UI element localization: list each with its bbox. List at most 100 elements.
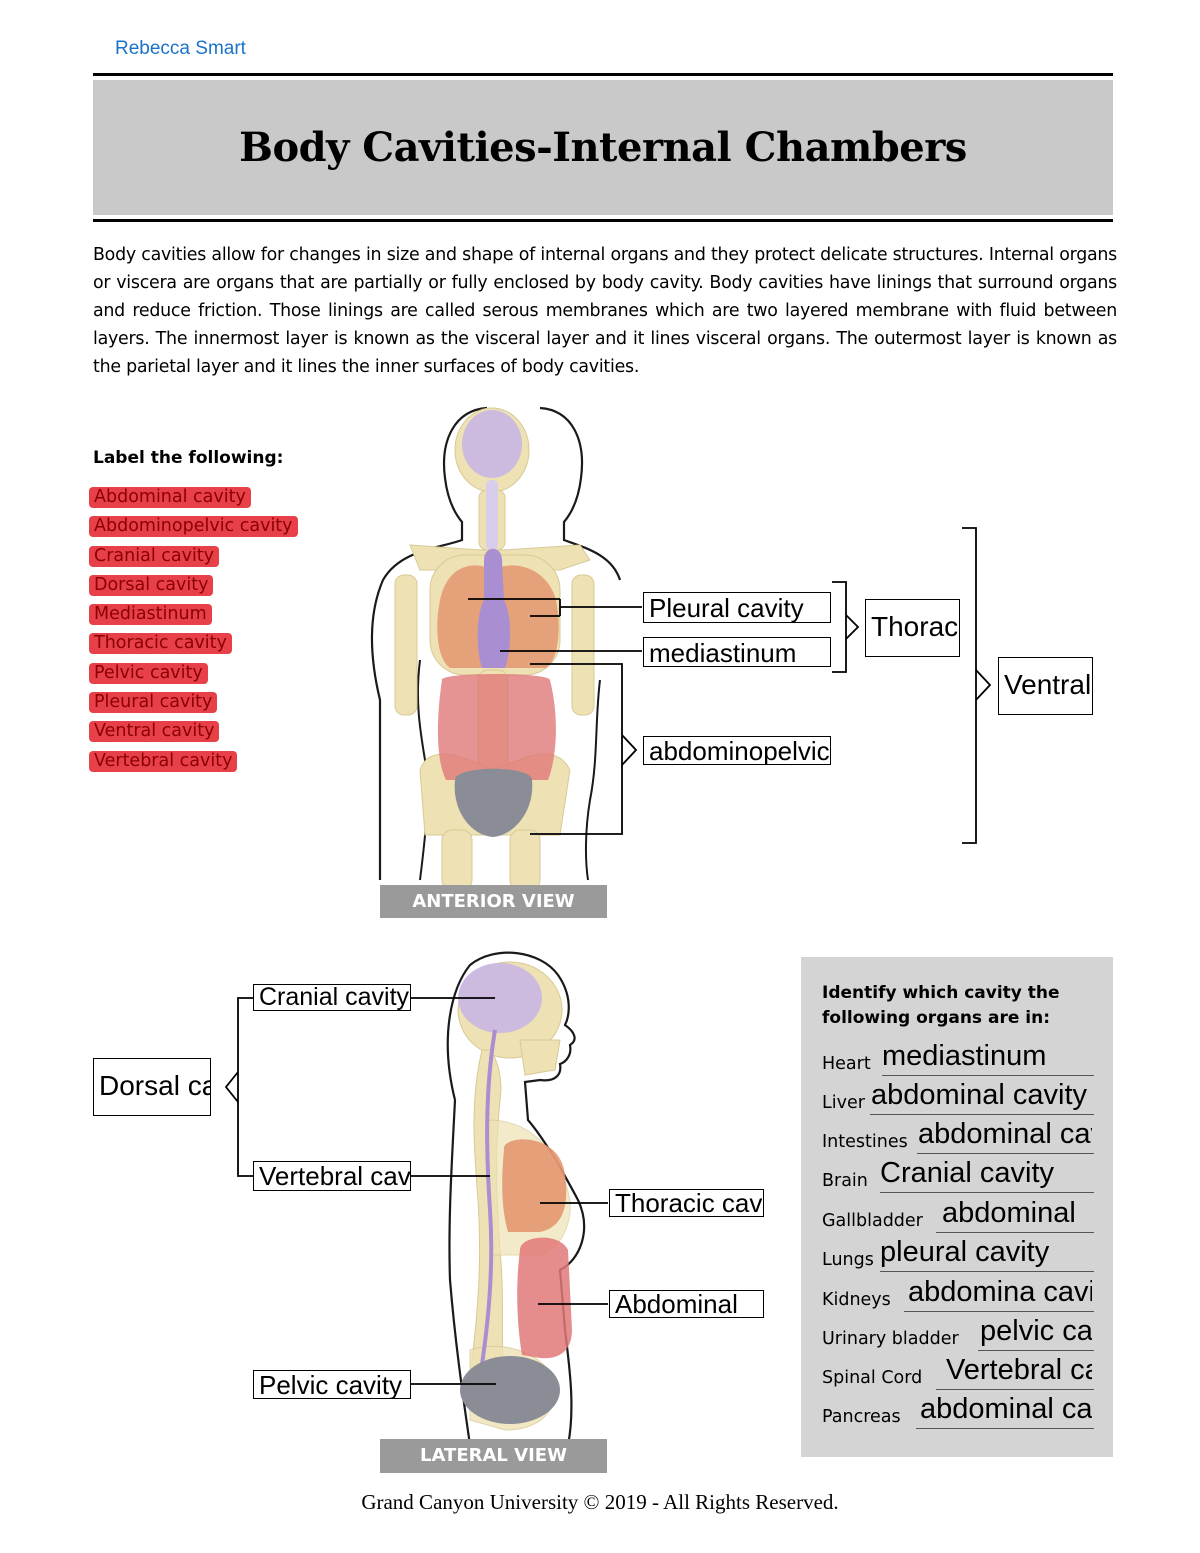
lateral-abdominal-label: Abdominal xyxy=(615,1290,738,1318)
organ-row-spinal-cord: Spinal Cord Vertebral cavity xyxy=(822,1350,1094,1390)
anterior-ventral-label-box[interactable]: Ventral xyxy=(998,657,1093,715)
organ-name: Heart xyxy=(822,1054,871,1074)
lateral-pelvic-label: Pelvic cavity xyxy=(259,1370,403,1399)
organ-row-gallbladder: Gallbladder abdominal xyxy=(822,1193,1094,1233)
organ-row-heart: Heart mediastinum xyxy=(822,1036,1094,1076)
label-term: Thoracic cavity xyxy=(89,633,232,655)
title-band: Body Cavities-Internal Chambers xyxy=(93,80,1113,215)
anterior-abdominopelvic-label-box[interactable]: abdominopelvic xyxy=(643,736,831,765)
organ-answer-field[interactable]: Cranial cavity xyxy=(880,1157,1055,1189)
list-item: Dorsal cavity xyxy=(89,571,298,600)
lateral-pelvic-label-box[interactable]: Pelvic cavity xyxy=(253,1370,411,1399)
lateral-pelvic-cavity xyxy=(460,1356,560,1424)
organ-name: Pancreas xyxy=(822,1407,901,1427)
organ-cavity-panel: Identify which cavity the following orga… xyxy=(801,957,1113,1457)
answer-underline xyxy=(882,1074,1094,1076)
anterior-leader-lines xyxy=(468,527,992,844)
lateral-abdominal-label-box[interactable]: Abdominal xyxy=(609,1290,764,1318)
answer-underline xyxy=(880,1270,1094,1272)
organ-name: Spinal Cord xyxy=(822,1368,923,1388)
label-term: Cranial cavity xyxy=(89,545,220,567)
organ-row-kidneys: Kidneys abdomina cavity xyxy=(822,1272,1094,1312)
anterior-abdominal-cavity xyxy=(437,674,556,780)
answer-underline xyxy=(978,1349,1094,1351)
anterior-pelvic-cavity xyxy=(454,768,533,837)
label-term: Abdominal cavity xyxy=(89,487,251,508)
organ-answer-field[interactable]: abdominal cavity xyxy=(871,1079,1087,1111)
anterior-pleural-label: Pleural cavity xyxy=(649,593,804,623)
organ-answer-field[interactable]: mediastinum xyxy=(882,1040,1047,1072)
lateral-view-tag: LATERAL VIEW xyxy=(380,1439,607,1473)
lateral-dorsal-label: Dorsal cavity xyxy=(99,1070,210,1101)
lateral-lung xyxy=(502,1139,567,1232)
lateral-vertebral-label-box[interactable]: Vertebral cavity xyxy=(253,1161,411,1191)
organ-answer-field[interactable]: pelvic cavity xyxy=(980,1315,1092,1347)
organ-row-pancreas: Pancreas abdominal cavity xyxy=(822,1389,1094,1429)
organ-answer-field[interactable]: pleural cavity xyxy=(880,1236,1050,1268)
anterior-mediastinum-label-box[interactable]: mediastinum xyxy=(643,637,831,667)
lateral-cranial-label: Cranial cavity xyxy=(259,984,410,1011)
lateral-cranial-cavity xyxy=(458,963,542,1033)
organ-row-brain: Brain Cranial cavity xyxy=(822,1153,1094,1193)
answer-underline xyxy=(936,1231,1094,1233)
lateral-thoracic-label: Thoracic cavity xyxy=(615,1189,763,1217)
list-item: Mediastinum xyxy=(89,600,298,629)
answer-underline xyxy=(917,1152,1094,1154)
lateral-thoracic-label-box[interactable]: Thoracic cavity xyxy=(609,1189,764,1217)
lateral-view-figure xyxy=(224,951,608,1446)
header-rule-top xyxy=(93,73,1113,76)
organ-answer-field[interactable]: Vertebral cavity xyxy=(946,1354,1092,1386)
organ-answer-field[interactable]: abdominal cavity xyxy=(918,1118,1092,1150)
organ-name: Intestines xyxy=(822,1132,908,1152)
label-term: Pelvic cavity xyxy=(89,662,208,684)
list-item: Vertebral cavity xyxy=(89,747,298,776)
anterior-pleural-label-box[interactable]: Pleural cavity xyxy=(643,592,831,623)
label-term: Vertebral cavity xyxy=(89,750,238,772)
list-item: Pleural cavity xyxy=(89,688,298,717)
anterior-view-figure xyxy=(370,406,992,891)
anterior-thoracic-label: Thoracic xyxy=(871,611,959,642)
anterior-abdominopelvic-label: abdominopelvic xyxy=(649,736,830,765)
organ-answer-field[interactable]: abdominal cavity xyxy=(920,1393,1092,1425)
organ-answer-field[interactable]: abdominal xyxy=(942,1197,1076,1229)
lateral-cranial-label-box[interactable]: Cranial cavity xyxy=(253,984,411,1011)
intro-paragraph: Body cavities allow for changes in size … xyxy=(93,245,1117,377)
list-item: Cranial cavity xyxy=(89,542,298,571)
label-term: Ventral cavity xyxy=(89,721,220,743)
answer-underline xyxy=(870,1113,1094,1115)
organ-row-intestines: Intestines abdominal cavity xyxy=(822,1114,1094,1154)
organ-panel-heading: Identify which cavity the following orga… xyxy=(822,983,1060,1028)
anterior-right-lung xyxy=(498,565,559,668)
label-heading: Label the following: xyxy=(93,448,284,468)
organ-row-urinary-bladder: Urinary bladder pelvic cavity xyxy=(822,1311,1094,1351)
organ-name: Brain xyxy=(822,1171,868,1191)
label-term: Mediastinum xyxy=(89,604,212,626)
anterior-view-tag: ANTERIOR VIEW xyxy=(380,885,607,918)
organ-answer-field[interactable]: abdomina cavity xyxy=(908,1276,1092,1308)
anterior-mediastinum xyxy=(477,548,511,668)
organ-name: Urinary bladder xyxy=(822,1329,959,1349)
anterior-thoracic-label-box[interactable]: Thoracic xyxy=(865,599,960,657)
list-item: Thoracic cavity xyxy=(89,629,298,658)
answer-underline xyxy=(880,1191,1094,1193)
page-title: Body Cavities-Internal Chambers xyxy=(239,124,967,171)
organ-row-liver: Liver abdominal cavity xyxy=(822,1075,1094,1115)
label-term: Abdominopelvic cavity xyxy=(89,516,298,538)
author-name: Rebecca Smart xyxy=(115,38,246,59)
lateral-abdominal-cavity xyxy=(517,1237,572,1359)
lateral-dorsal-label-box[interactable]: Dorsal cavity xyxy=(93,1058,211,1116)
answer-underline xyxy=(916,1427,1094,1429)
anterior-mediastinum-label: mediastinum xyxy=(649,638,797,667)
anterior-body-hip xyxy=(416,659,601,881)
lateral-vertebral-label: Vertebral cavity xyxy=(259,1161,411,1191)
list-item: Pelvic cavity xyxy=(89,659,298,688)
footer-copyright: Grand Canyon University © 2019 - All Rig… xyxy=(361,1490,839,1514)
answer-underline xyxy=(936,1388,1094,1390)
anterior-spinal-canal xyxy=(486,480,498,550)
lateral-leader-lines xyxy=(224,997,608,1385)
list-item: Abdominopelvic cavity xyxy=(89,512,298,541)
label-word-bank: Abdominal cavity Abdominopelvic cavity C… xyxy=(89,483,298,776)
list-item: Abdominal cavity xyxy=(89,483,298,512)
organ-name: Lungs xyxy=(822,1250,874,1270)
lateral-vertebral-canal xyxy=(476,1029,497,1391)
